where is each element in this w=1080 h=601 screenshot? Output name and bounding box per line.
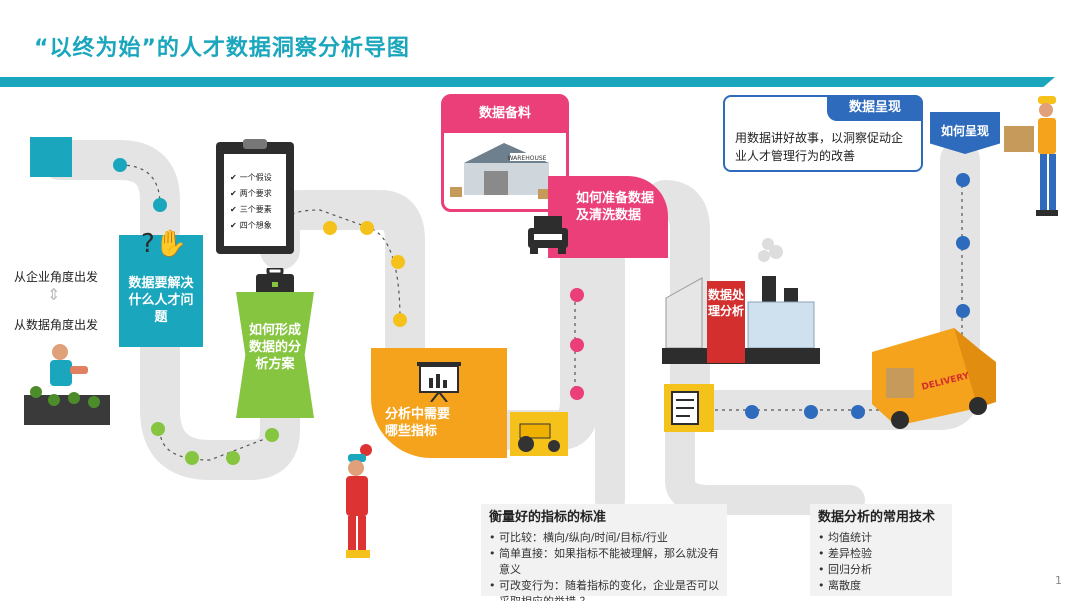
- clipboard-paper: ✔一个假设 ✔两个要求 ✔三个要素 ✔四个想象: [224, 154, 286, 246]
- road-dots-green: [151, 422, 279, 465]
- list-item: 离散度: [818, 578, 944, 594]
- analysis-technique-list: 均值统计 差异检验 回归分析 离散度: [818, 530, 944, 594]
- indicator-criteria-title: 衡量好的指标的标准: [489, 510, 607, 525]
- checklist-item: ✔一个假设: [230, 173, 272, 182]
- stage-6-label: 如何呈现: [930, 112, 1000, 154]
- stage-2-label: 如何形成数据的分析方案: [248, 323, 301, 372]
- stage-1-label: 数据要解决什么人才问题: [128, 276, 194, 325]
- page-number: 1: [1055, 574, 1062, 587]
- document-folder-icon: [664, 384, 714, 432]
- stage-2-card: 如何形成数据的分析方案: [236, 292, 314, 418]
- box-carrier-illustration: [1004, 96, 1058, 216]
- data-presentation-body: 用数据讲好故事，以洞察促动企业人才管理行为的改善: [735, 131, 904, 163]
- title-bar: [0, 77, 1055, 87]
- warehouse-illustration: WAREHOUSE: [450, 143, 552, 199]
- clipboard-illustration: ✔一个假设 ✔两个要求 ✔三个要素 ✔四个想象: [216, 139, 294, 254]
- data-prep-title: 数据备料: [444, 97, 566, 133]
- updown-arrow-icon: ⇕: [47, 285, 61, 304]
- stage-4-card: 如何准备数据及清洗数据: [548, 176, 668, 258]
- label-data-view: 从数据角度出发: [14, 318, 99, 332]
- presentation-board-icon: [417, 362, 461, 402]
- indicator-criteria-list: 可比较：横向/纵向/时间/目标/行业 简单直接：如果指标不能被理解，那么就没有意…: [489, 530, 719, 601]
- list-item: 简单直接：如果指标不能被理解，那么就没有意义: [489, 546, 719, 578]
- list-item: 回归分析: [818, 562, 944, 578]
- list-item: 可比较：横向/纵向/时间/目标/行业: [489, 530, 719, 546]
- tractor-illustration: [510, 412, 568, 456]
- data-presentation-title: 数据呈现: [827, 95, 923, 121]
- road-dots-pink: [570, 288, 584, 400]
- start-block: [30, 137, 72, 177]
- road-dots-blue: [745, 173, 970, 419]
- stage-3-label: 分析中需要哪些指标: [385, 407, 451, 439]
- analysis-technique-box: 数据分析的常用技术 均值统计 差异检验 回归分析 离散度: [810, 504, 952, 596]
- list-item: 均值统计: [818, 530, 944, 546]
- data-prep-box: 数据备料 WAREHOUSE: [441, 94, 569, 212]
- list-item: 可改变行为：随着指标的变化，企业是否可以采取相应的举措 ？: [489, 578, 719, 601]
- list-item: 差异检验: [818, 546, 944, 562]
- data-presentation-box: 数据呈现 用数据讲好故事，以洞察促动企业人才管理行为的改善: [723, 95, 923, 172]
- stage-5-label: 数据处理分析: [707, 281, 745, 363]
- warehouse-sign: WAREHOUSE: [508, 155, 547, 162]
- road-dots-teal: [113, 158, 167, 212]
- worker-illustration: [346, 444, 372, 558]
- checklist-item: ✔两个要求: [230, 189, 272, 198]
- stage-1-card: ?✋ 数据要解决什么人才问题: [119, 229, 203, 347]
- clipboard-clip: [243, 139, 267, 149]
- factory-illustration: [662, 238, 820, 364]
- stage-4-label: 如何准备数据及清洗数据: [576, 191, 655, 223]
- page-title: “以终为始”的人才数据洞察分析导图: [34, 36, 410, 61]
- checklist-item: ✔四个想象: [230, 221, 272, 230]
- stage-3-card: 分析中需要哪些指标: [371, 348, 507, 458]
- label-enterprise-view: 从企业角度出发: [14, 270, 99, 284]
- cleaning-machine-icon: [528, 216, 568, 254]
- checklist-item: ✔三个要素: [230, 205, 272, 214]
- farmer-illustration: [24, 344, 110, 425]
- analysis-technique-title: 数据分析的常用技术: [818, 510, 936, 525]
- indicator-criteria-box: 衡量好的指标的标准 可比较：横向/纵向/时间/目标/行业 简单直接：如果指标不能…: [481, 504, 727, 601]
- delivery-truck-illustration: DELIVERY: [872, 328, 996, 429]
- question-person-icon: ?✋: [141, 229, 188, 259]
